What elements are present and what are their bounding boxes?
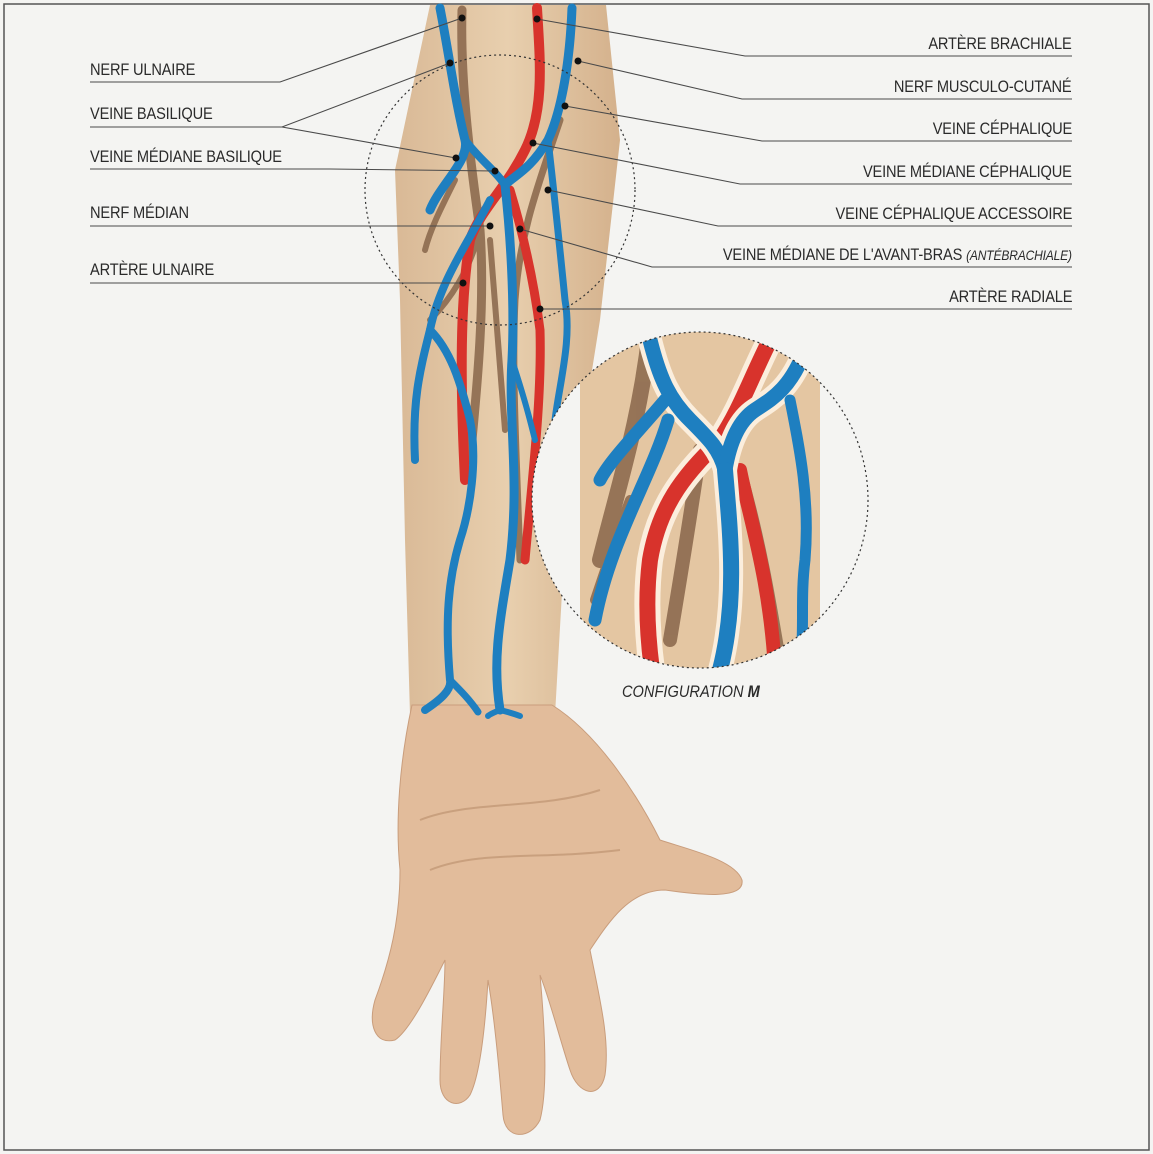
- label-veine-mediane-basilique: VEINE MÉDIANE BASILIQUE: [90, 147, 282, 167]
- label-artere-ulnaire: ARTÈRE ULNAIRE: [90, 260, 214, 280]
- label-veine-cephalique-accessoire: VEINE CÉPHALIQUE ACCESSOIRE: [835, 204, 1072, 224]
- label-nerf-median: NERF MÉDIAN: [90, 203, 189, 223]
- label-veine-mediane-avant-bras: VEINE MÉDIANE DE L'AVANT-BRAS (ANTÉBRACH…: [723, 245, 1072, 265]
- label-veine-mediane-avant-bras-main: VEINE MÉDIANE DE L'AVANT-BRAS: [723, 245, 962, 264]
- caption-emphasis: M: [748, 682, 760, 701]
- label-nerf-ulnaire: NERF ULNAIRE: [90, 60, 195, 80]
- caption-text: CONFIGURATION: [622, 682, 744, 701]
- zoom-caption: CONFIGURATION M: [622, 682, 760, 702]
- label-veine-mediane-avant-bras-suffix: (ANTÉBRACHIALE): [966, 247, 1072, 263]
- zoom-inset: [530, 330, 880, 670]
- label-artere-radiale: ARTÈRE RADIALE: [949, 287, 1072, 307]
- label-artere-brachiale: ARTÈRE BRACHIALE: [929, 34, 1072, 54]
- label-veine-basilique: VEINE BASILIQUE: [90, 104, 213, 124]
- label-veine-cephalique: VEINE CÉPHALIQUE: [933, 119, 1072, 139]
- hand-skin: [372, 705, 742, 1134]
- label-nerf-musculo-cutane: NERF MUSCULO-CUTANÉ: [894, 77, 1072, 97]
- label-veine-mediane-cephalique: VEINE MÉDIANE CÉPHALIQUE: [863, 162, 1072, 182]
